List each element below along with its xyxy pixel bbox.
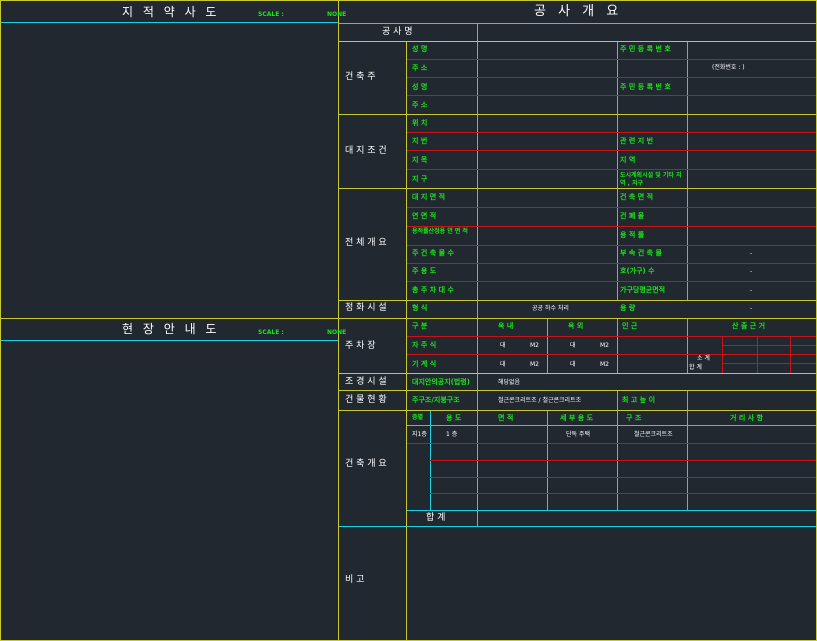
owner-address-label: 주 소 bbox=[412, 64, 428, 72]
related-lot-label: 관 련 지 번 bbox=[620, 137, 654, 145]
owner2-name-label: 성 명 bbox=[412, 83, 428, 91]
avg-area-label: 가구당평균면적 bbox=[620, 286, 666, 294]
site-scale-label: SCALE : bbox=[258, 329, 284, 336]
building-row1-structure: 철근콘크리트조 bbox=[634, 431, 673, 438]
self-parking-indoor-count: 대 bbox=[500, 342, 506, 349]
building-header-use: 용 도 bbox=[446, 414, 462, 422]
owner-phone-label: (전화번호 : ) bbox=[712, 64, 745, 71]
purification-capacity-value: - bbox=[750, 305, 753, 312]
coverage-ratio-label: 건 폐 율 bbox=[620, 212, 645, 220]
parking-total-label: 합 계 bbox=[689, 364, 702, 371]
self-parking-outdoor-count: 대 bbox=[570, 342, 576, 349]
building-row1-detail: 단독 주택 bbox=[566, 431, 590, 438]
mechanical-parking-outdoor-count: 대 bbox=[570, 361, 576, 368]
open-space-value: 해당없음 bbox=[498, 379, 521, 386]
far-floor-area-label: 용적률산정용 연 면 적 bbox=[412, 228, 468, 235]
project-overview-title: 공 사 개 요 bbox=[534, 4, 623, 19]
purification-type-value: 공공 하수 처리 bbox=[532, 305, 569, 312]
building-row1-use: 1 층 bbox=[446, 431, 458, 438]
scale-label: SCALE : bbox=[258, 11, 284, 18]
avg-area-value: - bbox=[750, 287, 753, 294]
main-buildings-label: 주 건 축 물 수 bbox=[412, 249, 454, 257]
structure-section-label: 건 물 현 황 bbox=[345, 395, 387, 405]
landscape-section-label: 조 경 시 설 bbox=[345, 377, 387, 387]
self-parking-indoor-area: M2 bbox=[530, 342, 539, 349]
building-area-label: 건 축 면 적 bbox=[620, 193, 654, 201]
site-conditions-section-label: 대 지 조 건 bbox=[345, 146, 387, 156]
main-structure-label: 주구조/지붕구조 bbox=[412, 396, 460, 404]
parking-header-outdoor: 옥 외 bbox=[568, 322, 584, 330]
main-structure-value: 철근콘크리트조 / 철근콘크리트조 bbox=[498, 397, 582, 404]
building-row1-floor: 지1층 bbox=[412, 431, 427, 438]
lot-number-label: 지 번 bbox=[412, 137, 428, 145]
open-space-label: 대지안의공지(법령) bbox=[412, 378, 470, 386]
parking-subtotal-label: 소 계 bbox=[697, 355, 710, 362]
district-label: 지 구 bbox=[412, 175, 428, 183]
households-value: - bbox=[750, 268, 753, 275]
site-scale-value: NONE bbox=[327, 329, 347, 336]
building-total-label: 합 계 bbox=[426, 513, 446, 523]
site-area-label: 대 지 면 적 bbox=[412, 193, 446, 201]
owner-id-label: 주 민 등 록 번 호 bbox=[620, 45, 671, 53]
accessory-buildings-value: - bbox=[750, 250, 753, 257]
land-category-label: 지 목 bbox=[412, 156, 428, 164]
location-label: 위 치 bbox=[412, 119, 428, 127]
urban-facility-label: 도시계획시설 및 기타 지역 , 지구 bbox=[620, 172, 682, 187]
parking-section-label: 주 차 장 bbox=[345, 341, 376, 351]
site-map-title: 현 장 안 내 도 bbox=[122, 322, 220, 336]
households-label: 호(가구) 수 bbox=[620, 267, 655, 275]
owner2-address-label: 주 소 bbox=[412, 101, 428, 109]
building-header-detail: 세 부 용 도 bbox=[560, 414, 594, 422]
parking-header-indoor: 옥 내 bbox=[498, 322, 514, 330]
owner-name-label: 성 명 bbox=[412, 45, 428, 53]
self-parking-label: 자 주 식 bbox=[412, 341, 437, 349]
purification-capacity-label: 용 량 bbox=[620, 304, 636, 312]
building-header-floor: 층별 bbox=[412, 414, 424, 421]
parking-header-nearby: 인 근 bbox=[622, 322, 638, 330]
mechanical-parking-label: 기 계 식 bbox=[412, 360, 437, 368]
floor-area-ratio-label: 용 적 률 bbox=[620, 231, 645, 239]
project-name-label: 공 사 명 bbox=[382, 27, 413, 37]
max-height-label: 최 고 높 이 bbox=[622, 396, 656, 404]
overview-section-label: 전 체 개 요 bbox=[345, 238, 387, 248]
building-header-structure: 구 조 bbox=[626, 414, 642, 422]
zone-label: 지 역 bbox=[620, 156, 636, 164]
owner2-id-label: 주 민 등 록 번 호 bbox=[620, 83, 671, 91]
building-header-distance: 거 리 사 항 bbox=[730, 414, 764, 422]
mechanical-parking-outdoor-area: M2 bbox=[600, 361, 609, 368]
scale-value: NONE bbox=[327, 11, 347, 18]
self-parking-outdoor-area: M2 bbox=[600, 342, 609, 349]
building-header-area: 면 적 bbox=[498, 414, 514, 422]
main-use-label: 주 용 도 bbox=[412, 267, 437, 275]
owner-section-label: 건 축 주 bbox=[345, 72, 376, 82]
remarks-label: 비 고 bbox=[345, 575, 365, 585]
parking-header-basis: 산 출 근 거 bbox=[732, 322, 766, 330]
cadastral-map-title: 지 적 약 사 도 bbox=[122, 5, 220, 19]
purification-type-label: 형 식 bbox=[412, 304, 428, 312]
building-section-label: 건 축 개 요 bbox=[345, 459, 387, 469]
accessory-buildings-label: 부 속 건 축 물 bbox=[620, 249, 662, 257]
mechanical-parking-indoor-area: M2 bbox=[530, 361, 539, 368]
total-parking-label: 총 주 차 대 수 bbox=[412, 286, 454, 294]
mechanical-parking-indoor-count: 대 bbox=[500, 361, 506, 368]
parking-header-category: 구 분 bbox=[412, 322, 428, 330]
purification-section-label: 정 화 시 설 bbox=[345, 303, 387, 313]
total-floor-area-label: 연 면 적 bbox=[412, 212, 437, 220]
